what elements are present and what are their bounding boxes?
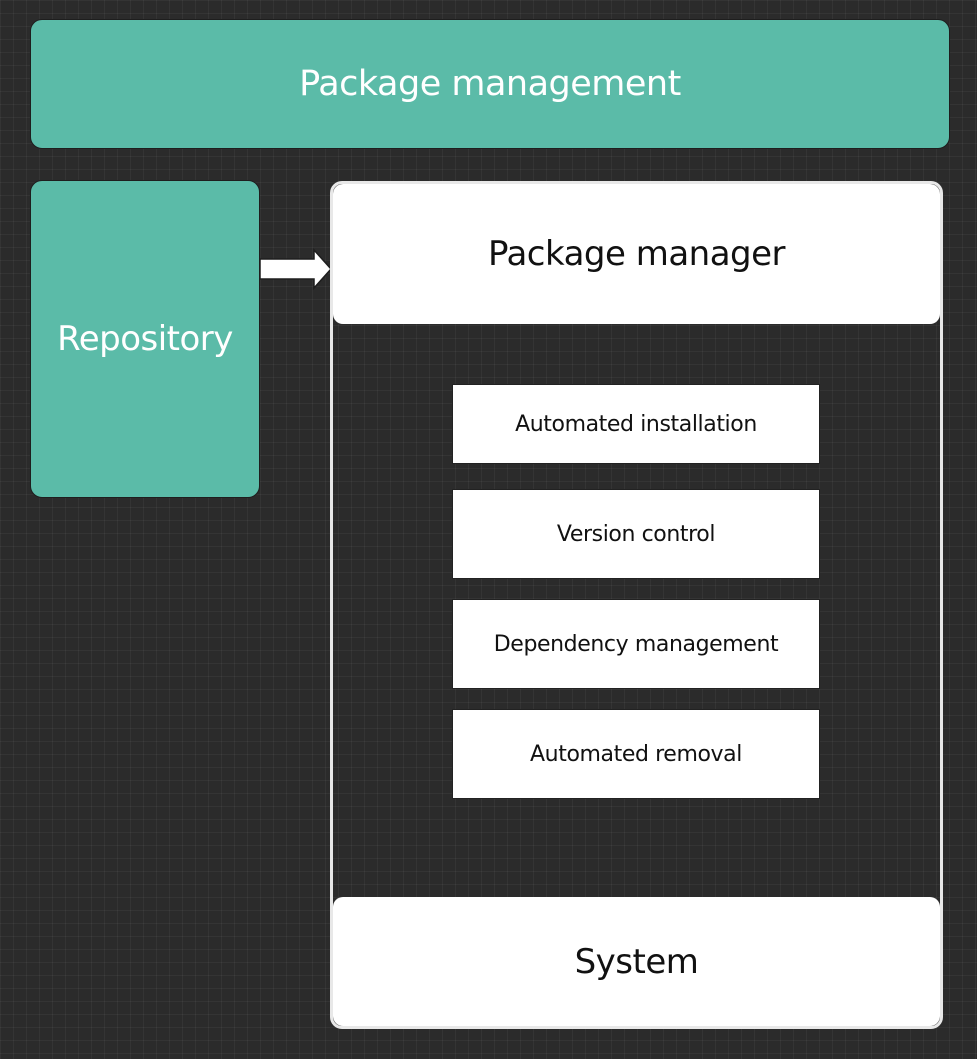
feature-box-dependency-management: Dependency management xyxy=(452,599,820,689)
right-arrow-icon xyxy=(259,248,333,290)
package-manager-container xyxy=(330,181,943,1029)
feature-box-automated-removal: Automated removal xyxy=(452,709,820,799)
feature-label: Version control xyxy=(556,521,716,547)
repository-box: Repository xyxy=(30,180,260,498)
feature-label: Automated installation xyxy=(515,411,757,437)
package-manager-header: Package manager xyxy=(333,184,940,324)
repository-label: Repository xyxy=(57,319,233,359)
package-manager-title: Package manager xyxy=(487,234,786,274)
feature-label: Automated removal xyxy=(530,741,742,767)
feature-box-automated-installation: Automated installation xyxy=(452,384,820,464)
diagram-title-bar: Package management xyxy=(30,19,950,149)
system-box: System xyxy=(333,897,940,1026)
feature-box-version-control: Version control xyxy=(452,489,820,579)
feature-label: Dependency management xyxy=(493,631,779,657)
diagram-title: Package management xyxy=(299,64,681,104)
system-label: System xyxy=(574,941,699,982)
